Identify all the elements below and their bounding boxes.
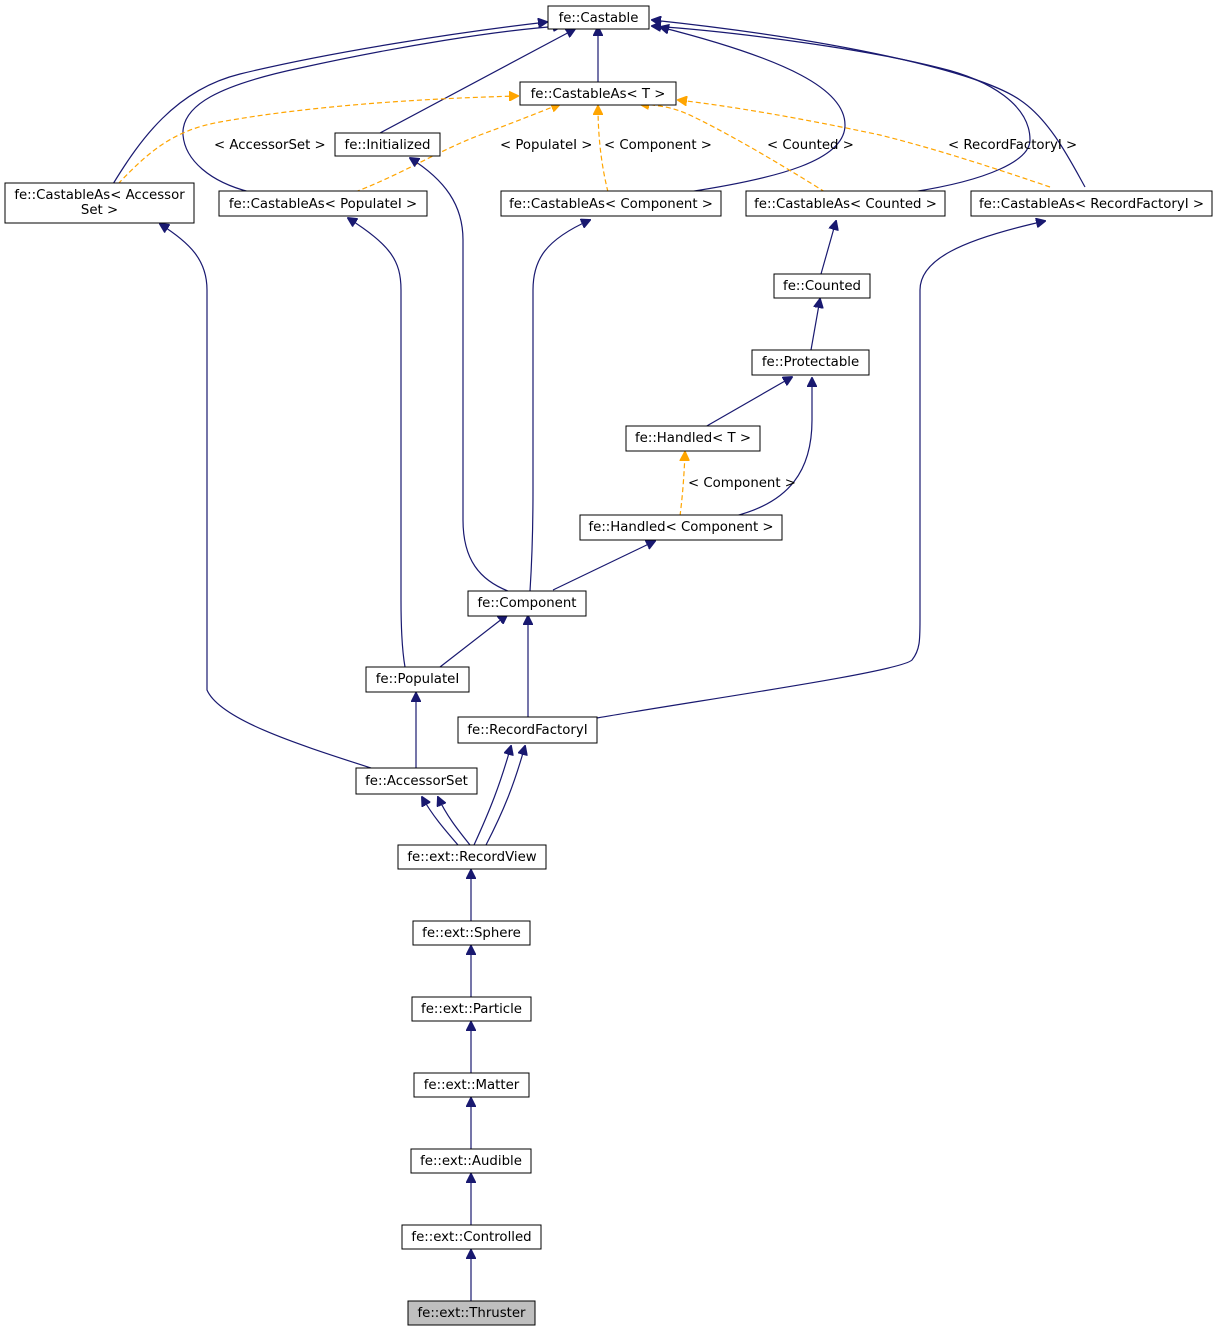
edge-handled-t-to-protectable <box>704 377 792 428</box>
edge-template-component <box>598 106 609 193</box>
node-label-line1: fe::CastableAs< Accessor <box>14 188 185 203</box>
node-recordview[interactable]: fe::ext::RecordView <box>397 844 547 870</box>
node-label: fe::Component <box>477 596 576 611</box>
node-label: fe::ext::Thruster <box>417 1306 526 1321</box>
edge-populatei-to-castableas-populatei <box>348 218 406 668</box>
node-label: fe::Counted <box>783 279 861 294</box>
node-label: fe::CastableAs< Component > <box>509 197 713 212</box>
node-label-line2: Set > <box>81 203 118 218</box>
node-label: fe::ext::RecordView <box>407 850 536 865</box>
node-castable-as-counted[interactable]: fe::CastableAs< Counted > <box>745 190 946 217</box>
edge-label-populatei: < PopulateI > <box>500 138 592 153</box>
node-label: fe::ext::Audible <box>420 1154 522 1169</box>
node-label: fe::ext::Matter <box>424 1078 520 1093</box>
edge-template-populatei <box>354 104 560 193</box>
node-label: fe::ext::Controlled <box>411 1230 531 1245</box>
node-label: fe::Initialized <box>345 138 431 153</box>
node-label: fe::ext::Particle <box>421 1002 522 1017</box>
edge-component-to-castableas-component <box>529 220 590 592</box>
node-label: fe::CastableAs< PopulateI > <box>229 197 417 212</box>
edge-labels: < AccessorSet > < PopulateI > < Componen… <box>214 138 1077 491</box>
edge-counted-to-castableas-counted <box>820 221 836 275</box>
edge-component-to-handled-component <box>552 541 655 591</box>
node-castable-as-component[interactable]: fe::CastableAs< Component > <box>500 190 722 217</box>
node-label: fe::CastableAs< RecordFactoryI > <box>979 197 1204 212</box>
node-label: fe::ext::Sphere <box>422 926 521 941</box>
edge-component-to-initialized <box>410 158 509 592</box>
node-label: fe::Castable <box>559 11 639 26</box>
node-accessorset[interactable]: fe::AccessorSet <box>355 767 478 795</box>
node-handled-t[interactable]: fe::Handled< T > <box>625 425 761 452</box>
node-counted[interactable]: fe::Counted <box>773 273 871 299</box>
edge-castableas-accessorset-to-castable <box>112 22 547 185</box>
edge-label-recordfactoryi: < RecordFactoryI > <box>948 138 1077 153</box>
node-recordfactoryi[interactable]: fe::RecordFactoryI <box>457 716 598 744</box>
edge-recordview-to-accessorset-a <box>422 797 459 846</box>
edge-accessorset-to-castableas-accessorset <box>160 224 372 769</box>
edge-recordview-to-accessorset-b <box>438 797 471 846</box>
edge-label-counted: < Counted > <box>767 138 854 153</box>
edge-template-accessorset <box>117 96 518 185</box>
node-label: fe::RecordFactoryI <box>467 723 587 738</box>
node-label: fe::CastableAs< Counted > <box>754 197 937 212</box>
node-label: fe::PopulateI <box>376 672 460 687</box>
edge-protectable-to-counted <box>810 299 820 351</box>
edge-label-component: < Component > <box>604 138 712 153</box>
node-castable[interactable]: fe::Castable <box>547 5 650 30</box>
edges <box>112 20 1086 1301</box>
node-castable-as-recordfactoryi[interactable]: fe::CastableAs< RecordFactoryI > <box>970 190 1213 217</box>
edge-recordfactoryi-to-castableas-recordfactoryi <box>596 221 1045 719</box>
node-matter[interactable]: fe::ext::Matter <box>413 1072 530 1098</box>
edge-label-handled-component: < Component > <box>688 476 796 491</box>
edge-template-counted <box>640 104 826 193</box>
node-label: fe::Handled< T > <box>635 431 751 446</box>
edge-recordview-to-recordfactoryi-b <box>485 746 525 846</box>
node-label: fe::Handled< Component > <box>588 520 773 535</box>
node-populatei[interactable]: fe::PopulateI <box>365 666 470 693</box>
node-label: fe::CastableAs< T > <box>531 87 666 102</box>
nodes: fe::Castable fe::CastableAs< T > fe::Ini… <box>4 5 1213 1326</box>
node-protectable[interactable]: fe::Protectable <box>751 349 870 376</box>
node-castable-as-t[interactable]: fe::CastableAs< T > <box>519 81 677 106</box>
node-label: fe::Protectable <box>762 355 859 370</box>
edge-template-recordfactoryi <box>678 100 1051 188</box>
edge-label-accessorset: < AccessorSet > <box>214 138 326 153</box>
edge-castableas-component-to-castable <box>660 27 846 193</box>
edge-castableas-populatei-to-castable <box>182 26 562 193</box>
node-thruster: fe::ext::Thruster <box>407 1300 536 1326</box>
edge-populatei-to-component <box>439 615 507 668</box>
node-particle[interactable]: fe::ext::Particle <box>411 996 532 1022</box>
edge-handled-component-to-protectable <box>734 378 812 517</box>
node-castable-as-populatei[interactable]: fe::CastableAs< PopulateI > <box>218 190 428 217</box>
node-initialized[interactable]: fe::Initialized <box>334 132 441 157</box>
node-sphere[interactable]: fe::ext::Sphere <box>412 920 531 946</box>
node-label: fe::AccessorSet <box>365 774 468 789</box>
edge-recordview-to-recordfactoryi-a <box>473 746 511 846</box>
node-castable-as-accessorset[interactable]: fe::CastableAs< Accessor Set > <box>4 182 195 224</box>
node-audible[interactable]: fe::ext::Audible <box>410 1148 532 1174</box>
node-component[interactable]: fe::Component <box>467 590 587 617</box>
node-handled-component[interactable]: fe::Handled< Component > <box>579 514 783 541</box>
edge-initialized-to-castable <box>379 29 575 134</box>
edge-castableas-recordfactoryi-to-castable <box>652 20 1086 188</box>
node-controlled[interactable]: fe::ext::Controlled <box>401 1224 542 1250</box>
edge-template-handled-component <box>679 452 685 517</box>
